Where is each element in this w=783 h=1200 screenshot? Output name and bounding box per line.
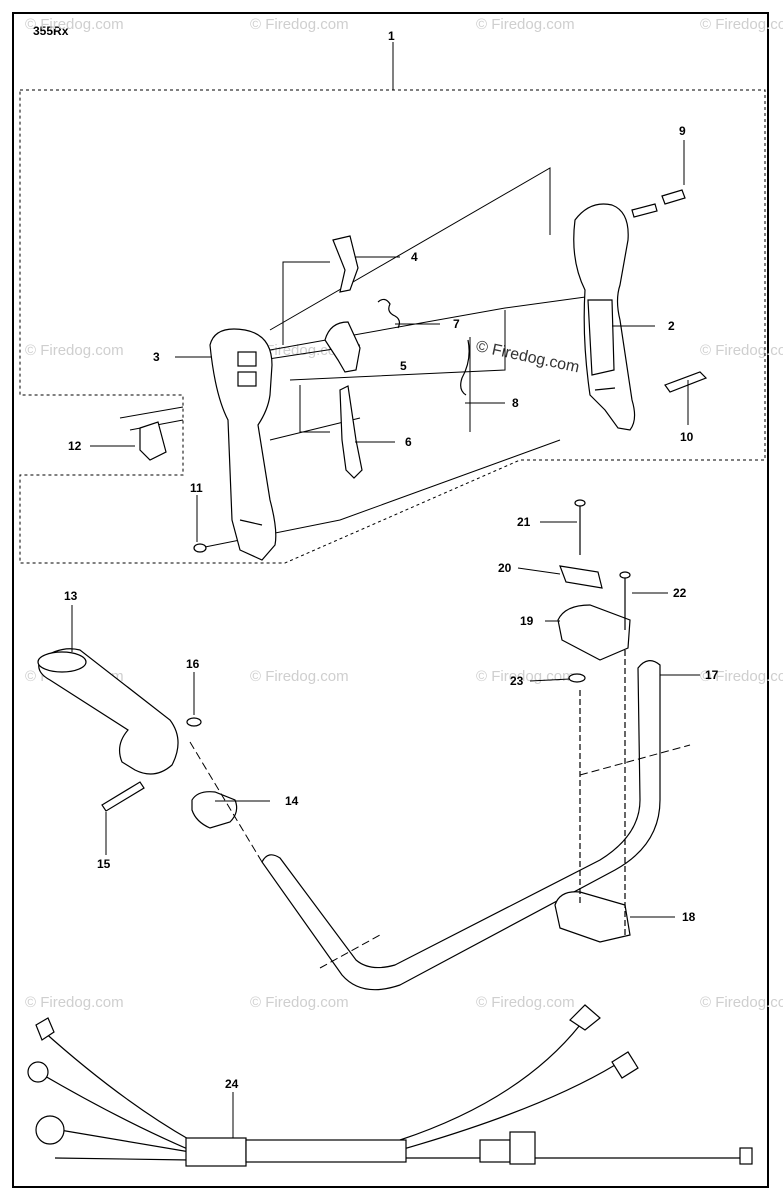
callout-11: 11 <box>190 481 203 495</box>
callout-22: 22 <box>673 586 687 600</box>
clamp-plate <box>559 565 603 589</box>
callout-8: 8 <box>512 396 519 410</box>
left-grip <box>37 648 179 775</box>
throttle-trigger <box>324 321 361 373</box>
model-label: 355Rx <box>33 24 69 38</box>
screws-top <box>631 189 686 218</box>
clamp-bolts <box>574 499 631 935</box>
watermark: © Firedog.com <box>700 994 783 1011</box>
watermark: © Firedog.com <box>476 668 575 685</box>
stop-switch <box>139 421 167 461</box>
nut <box>193 543 207 553</box>
callout-5: 5 <box>400 359 407 373</box>
spring-wire <box>460 339 470 396</box>
grip-nut <box>186 717 202 727</box>
watermark: © Firedog.com <box>700 668 783 685</box>
callout-3: 3 <box>153 350 160 364</box>
callout-20: 20 <box>498 561 512 575</box>
callout-21: 21 <box>517 515 531 529</box>
callout-17: 17 <box>705 668 719 682</box>
lockout-lever <box>339 385 363 479</box>
callout-6: 6 <box>405 435 412 449</box>
callout-14: 14 <box>285 794 299 808</box>
callout-4: 4 <box>411 250 418 264</box>
spring <box>377 298 401 329</box>
callout-2: 2 <box>668 319 675 333</box>
callout-7: 7 <box>453 317 460 331</box>
washer <box>568 673 586 683</box>
watermark: © Firedog.com <box>250 668 349 685</box>
callout-1: 1 <box>388 29 395 43</box>
callout-12: 12 <box>68 439 82 453</box>
callout-leaders <box>71 140 700 1138</box>
handle-left-half <box>209 328 277 561</box>
watermark: © Firedog.com <box>25 994 124 1011</box>
watermark: © Firedog.com <box>700 342 783 359</box>
wiring-harness <box>27 1004 753 1167</box>
callout-24: 24 <box>225 1077 239 1091</box>
watermark: © Firedog.com <box>250 994 349 1011</box>
callout-23: 23 <box>510 674 524 688</box>
assembly-outline <box>19 89 766 564</box>
upper-clamp <box>557 604 631 661</box>
callout-15: 15 <box>97 857 111 871</box>
watermark: © Firedog.com <box>25 16 124 33</box>
long-screw <box>664 371 708 393</box>
handlebar-tube <box>261 660 661 991</box>
bottom-clamp <box>554 891 631 943</box>
callout-10: 10 <box>680 430 694 444</box>
grip-clamp <box>191 791 238 829</box>
watermark: © Firedog.com <box>700 16 783 33</box>
callout-19: 19 <box>520 614 534 628</box>
watermark: © Firedog.com <box>25 342 124 359</box>
lever-clip <box>332 235 359 293</box>
watermark: © Firedog.com <box>250 342 349 359</box>
watermark: © Firedog.com <box>250 16 349 33</box>
handle-right-half <box>573 203 636 431</box>
callout-13: 13 <box>64 589 78 603</box>
grip-screw <box>101 781 145 812</box>
callout-18: 18 <box>682 910 696 924</box>
watermark: © Firedog.com <box>476 994 575 1011</box>
callout-16: 16 <box>186 657 200 671</box>
watermark: © Firedog.com <box>476 16 575 33</box>
callout-9: 9 <box>679 124 686 138</box>
diagram-frame <box>12 12 769 1188</box>
